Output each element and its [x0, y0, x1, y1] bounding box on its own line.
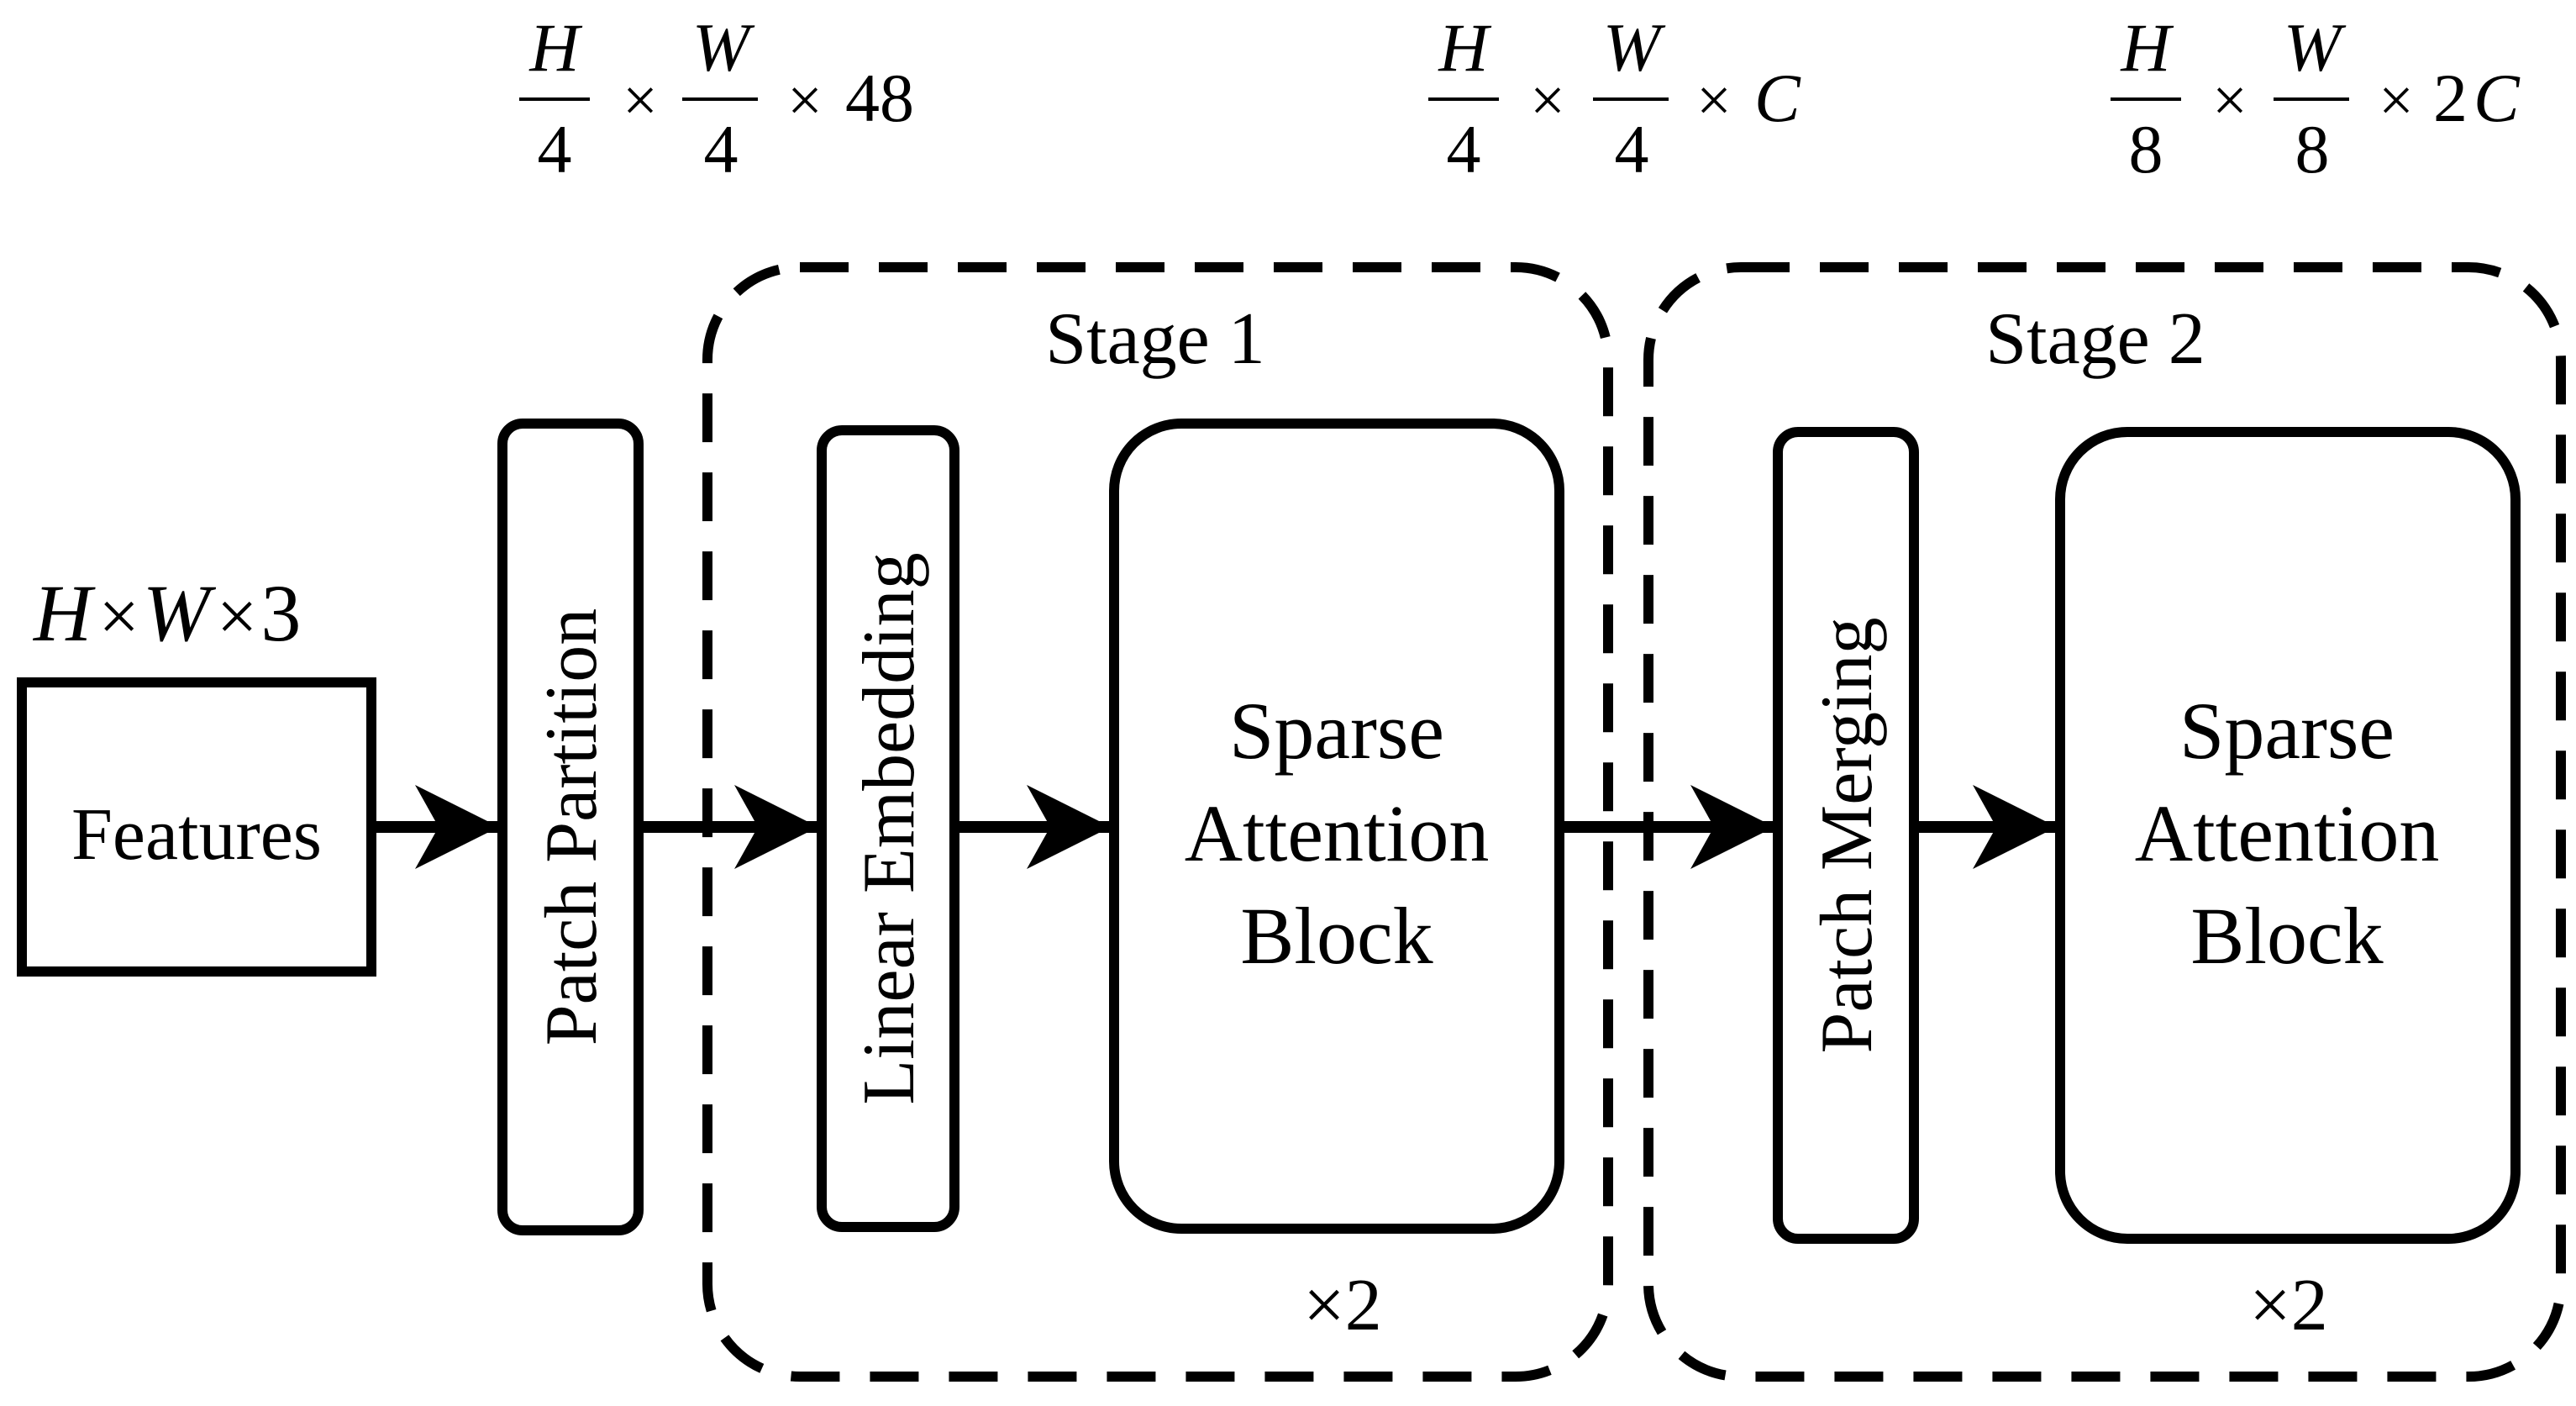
dim3-den1: 8 [2129, 111, 2163, 187]
dim2-num2: W [1603, 9, 1666, 86]
dim1-den1: 4 [538, 111, 572, 187]
dim3-tail: C [2473, 60, 2521, 136]
input-shape-times2: × [217, 576, 258, 656]
dim1-tail: 48 [845, 60, 914, 136]
dim1-num1: H [528, 9, 582, 86]
stage1-title: Stage 1 [1045, 298, 1265, 380]
dim3-op2: × [2379, 66, 2414, 135]
input-shape-h: H [32, 568, 96, 658]
dim-annotation-3: H 8 × W 8 × 2 C [2111, 9, 2521, 187]
input-shape-times1: × [98, 576, 139, 656]
dim3-den2: 8 [2295, 111, 2330, 187]
sparse-attention-block-2 [2055, 427, 2521, 1244]
dim1-op1: × [623, 66, 658, 135]
dim3-tail-coef: 2 [2433, 60, 2468, 136]
dim3-num2: W [2284, 9, 2347, 86]
patch-merging-box [1773, 427, 1919, 1244]
sab1-line3: Block [1240, 891, 1433, 981]
patch-merging-label: Patch Merging [1806, 618, 1888, 1054]
patch-partition-label: Patch Partition [531, 608, 612, 1046]
dim2-tail: C [1754, 60, 1801, 136]
features-label: Features [71, 794, 322, 876]
dim2-den1: 4 [1447, 111, 1481, 187]
sab1-line2: Attention [1185, 788, 1490, 878]
dim2-op2: × [1696, 66, 1732, 135]
dim1-op2: × [787, 66, 823, 135]
stage2-title: Stage 2 [1985, 298, 2205, 380]
dim2-op1: × [1530, 66, 1565, 135]
dim1-num2: W [692, 9, 755, 86]
dim2-den2: 4 [1615, 111, 1649, 187]
sab2-line1: Sparse [2179, 686, 2395, 776]
stage2-repeat: ×2 [2249, 1265, 2328, 1346]
stage1-repeat: ×2 [1303, 1265, 1382, 1346]
dim-annotation-1: H 4 × W 4 × 48 [519, 9, 914, 187]
dim3-num1: H [2120, 9, 2174, 86]
dim2-num1: H [1438, 9, 1491, 86]
linear-embedding-label: Linear Embedding [849, 552, 930, 1104]
input-shape-c: 3 [260, 568, 301, 658]
sab2-line2: Attention [2135, 788, 2440, 878]
sab1-line1: Sparse [1229, 686, 1444, 776]
dim3-op1: × [2212, 66, 2247, 135]
sab2-line3: Block [2190, 891, 2383, 981]
dim-annotation-2: H 4 × W 4 × C [1428, 9, 1801, 187]
dim1-den2: 4 [704, 111, 739, 187]
input-shape-label: H×W×3 [32, 568, 301, 658]
input-shape-w: W [143, 568, 217, 658]
